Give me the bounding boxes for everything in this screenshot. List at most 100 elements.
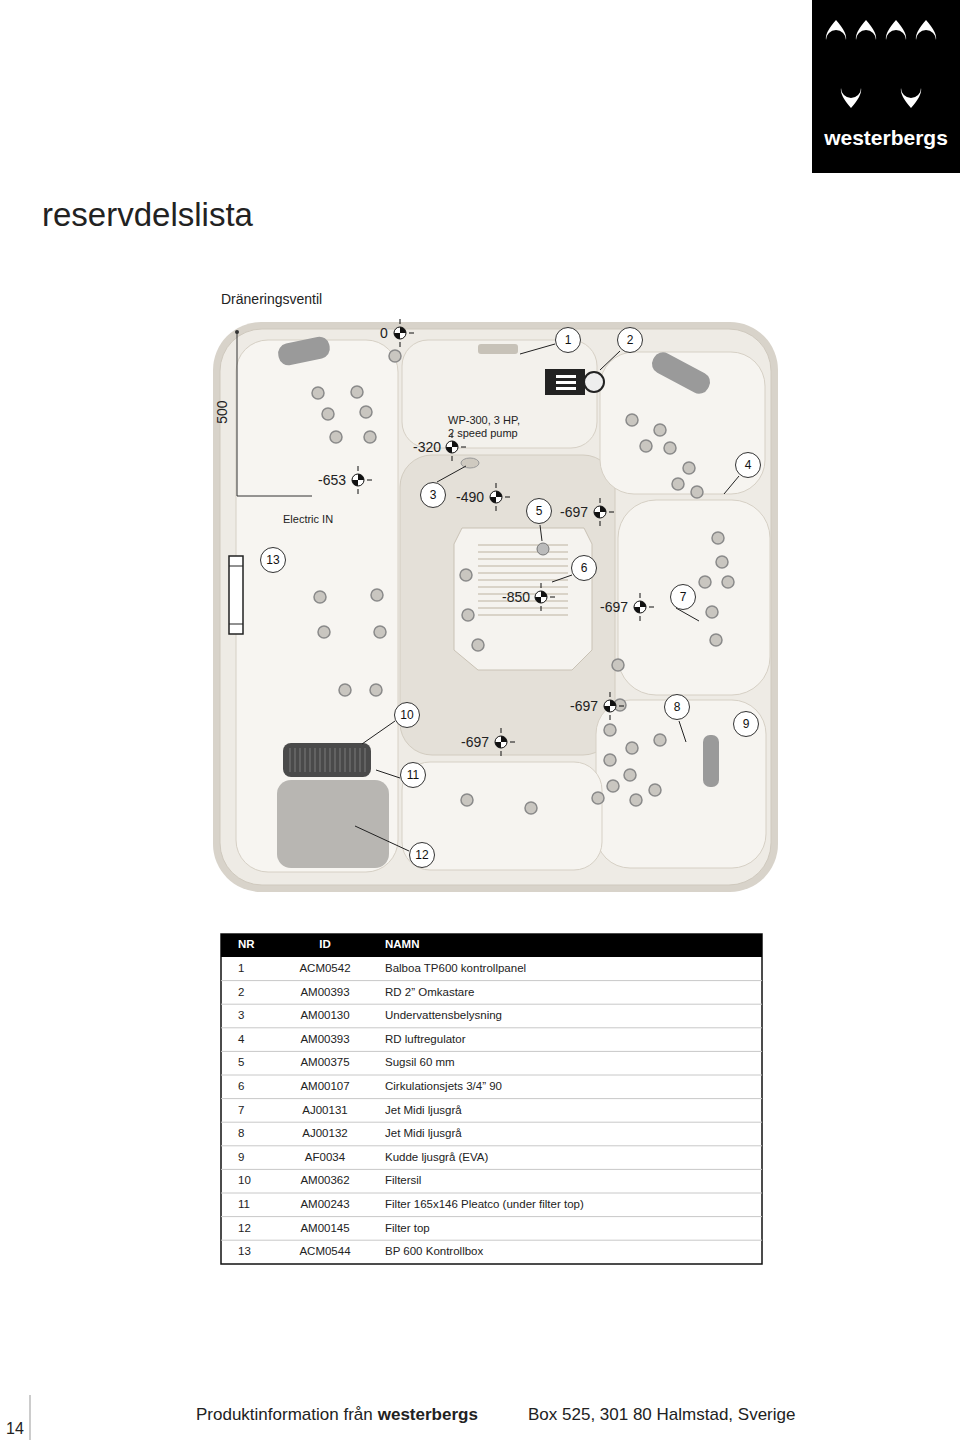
art-circle <box>649 784 661 796</box>
art-g <box>394 319 414 347</box>
art-circle <box>630 794 642 806</box>
leader-line <box>376 770 400 778</box>
art-path <box>496 491 502 497</box>
art-path <box>358 474 364 480</box>
callout-circle: 6 <box>571 555 597 581</box>
dimension: -697 <box>560 504 588 520</box>
callout-circle: 8 <box>664 694 690 720</box>
table-cell: Balboa TP600 kontrollpanel <box>385 962 526 975</box>
table-cell: RD 2” Omkastare <box>385 986 474 999</box>
dimension: -697 <box>570 698 598 714</box>
art-circle <box>371 589 383 601</box>
art-line <box>478 558 568 560</box>
art-g <box>634 593 654 621</box>
table-cell: RD luftregulator <box>385 1033 466 1046</box>
art-line <box>478 579 568 581</box>
art-circle <box>446 441 458 453</box>
art-circle <box>710 634 722 646</box>
table-cell: 11 <box>238 1198 250 1211</box>
art-path <box>826 20 846 40</box>
art-circle <box>318 626 330 638</box>
step-grooves <box>478 545 568 615</box>
art-circle <box>626 742 638 754</box>
art-circle <box>716 556 728 568</box>
art-circle <box>351 386 363 398</box>
table-header <box>221 934 762 957</box>
callout-circle: 9 <box>733 711 759 737</box>
art-line <box>221 1075 762 1076</box>
table-cell: Jet Midi ljusgrå <box>385 1127 462 1140</box>
art-line <box>325 748 326 772</box>
table-cell: AM00375 <box>280 1056 370 1069</box>
art-circle <box>594 506 606 518</box>
callout-number: 5 <box>536 504 543 518</box>
table-cell: 5 <box>238 1056 244 1069</box>
dimension: 500 <box>214 400 230 423</box>
callout-circle: 7 <box>670 584 696 610</box>
table-cell: BP 600 Kontrollbox <box>385 1245 483 1258</box>
table-cell: 13 <box>238 1245 251 1258</box>
art-circle <box>706 606 718 618</box>
art-line <box>478 572 568 574</box>
art-line <box>355 748 356 772</box>
art-line <box>310 748 311 772</box>
table-cell: AM00243 <box>280 1198 370 1211</box>
art-line <box>330 748 331 772</box>
table-frame <box>221 934 762 1264</box>
art-path <box>490 497 496 503</box>
part-label: Electric IN <box>283 513 333 526</box>
art-path <box>640 593 654 621</box>
art-line <box>365 748 366 772</box>
table-cell: AJ00131 <box>280 1104 370 1117</box>
table-cell: Jet Midi ljusgrå <box>385 1104 462 1117</box>
art-circle <box>722 576 734 588</box>
art-line <box>221 1051 762 1052</box>
callout-circle: 13 <box>260 547 286 573</box>
art-path <box>640 601 646 607</box>
control-box-line <box>229 566 243 567</box>
art-line <box>221 1027 762 1028</box>
art-circle <box>364 431 376 443</box>
seat <box>402 762 602 870</box>
art-g <box>535 583 555 611</box>
art-g <box>352 466 372 494</box>
table-cell: 10 <box>238 1174 251 1187</box>
table-cell: AM00362 <box>280 1174 370 1187</box>
art-line <box>340 748 341 772</box>
dimension: -697 <box>600 599 628 615</box>
leader-lines <box>355 344 739 851</box>
jets <box>312 350 734 814</box>
pump-body <box>545 369 585 395</box>
art-line <box>221 1145 762 1146</box>
table-cell: Cirkulationsjets 3/4” 90 <box>385 1080 502 1093</box>
filter-grate <box>283 743 371 777</box>
art-path <box>495 742 501 748</box>
pump-head <box>584 372 604 392</box>
art-path <box>541 583 555 611</box>
table-cell: AM00145 <box>280 1222 370 1235</box>
spa-shell <box>213 322 778 892</box>
dimension: 0 <box>380 325 388 341</box>
art-circle <box>461 794 473 806</box>
art-g <box>604 692 624 720</box>
footer-brand: westerbergs <box>378 1405 478 1425</box>
art-line <box>478 565 568 567</box>
art-line <box>315 748 316 772</box>
art-circle <box>626 414 638 426</box>
pump-bar <box>556 387 576 390</box>
callout-number: 3 <box>430 488 437 502</box>
art-circle <box>374 626 386 638</box>
art-circle <box>495 736 507 748</box>
logo-text: westerbergs <box>824 126 948 149</box>
art-path <box>400 319 414 347</box>
callout-circle: 2 <box>617 327 643 353</box>
art-path <box>594 512 600 518</box>
art-path <box>400 327 406 333</box>
table-cell: Filter top <box>385 1222 430 1235</box>
leader-line <box>679 721 686 742</box>
callout-circle: 1 <box>555 327 581 353</box>
footer-text: Produktinformation från <box>196 1405 373 1425</box>
art-line <box>221 1193 762 1194</box>
drain-marks <box>352 319 654 756</box>
art-line <box>320 748 321 772</box>
